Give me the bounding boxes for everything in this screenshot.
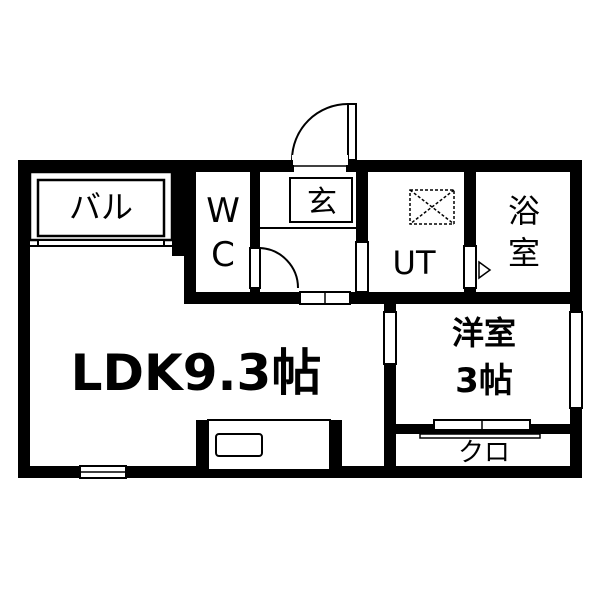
toilet-label-w: W: [206, 191, 240, 231]
wall-balcony-ldk: [37, 239, 165, 247]
utility-label: UT: [393, 244, 436, 282]
bath-door: [463, 245, 492, 289]
kitchen-counter: [207, 419, 331, 471]
toilet-label-c: C: [211, 235, 235, 275]
closet-door: [419, 433, 541, 439]
wall-bottom-left: [18, 466, 80, 478]
wc-door: [249, 247, 300, 289]
bath-label-2: 室: [508, 234, 540, 272]
entrance-label: 玄: [307, 185, 337, 220]
bath-label-1: 浴: [508, 192, 540, 230]
window-ldk-bottom: [79, 465, 127, 479]
western-room-size: 3帖: [455, 361, 513, 401]
wall-bottom-right: [126, 466, 582, 478]
western-room-label: 洋室: [452, 314, 516, 352]
ldk-label: LDK9.3帖: [71, 344, 322, 402]
ventilation-icon: [409, 189, 455, 225]
entrance-door: [291, 103, 357, 166]
balcony-label: バル: [69, 188, 133, 226]
closet-label: クロ: [458, 438, 510, 468]
wall-left: [18, 160, 30, 478]
sink-icon: [215, 433, 263, 457]
ut-door: [355, 241, 369, 293]
entrance-step: [289, 177, 353, 223]
